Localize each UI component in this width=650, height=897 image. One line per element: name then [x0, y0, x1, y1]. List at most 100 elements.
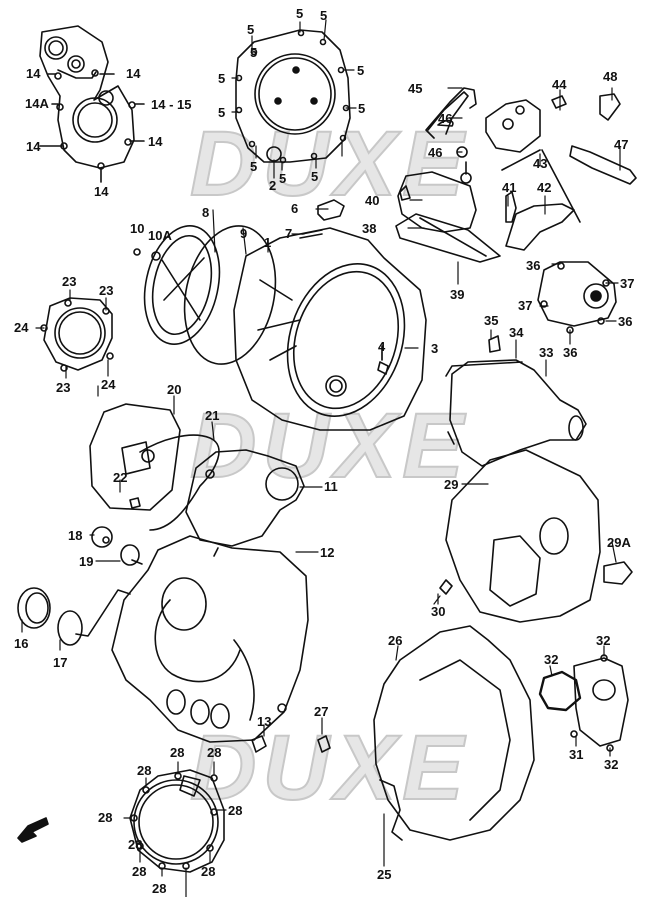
callout-5: 5 [218, 105, 226, 120]
callout-43: 43 [533, 156, 548, 171]
part-clutch-cover [235, 29, 351, 164]
callout-47: 47 [614, 137, 629, 152]
callout-5: 5 [320, 8, 328, 23]
callout-29: 29 [444, 477, 459, 492]
callout-5: 5 [218, 71, 226, 86]
callout-31: 31 [569, 747, 584, 762]
callout-11: 11 [324, 479, 338, 494]
callout-36: 36 [526, 258, 541, 273]
callout-35: 35 [484, 313, 499, 328]
callout-23: 23 [99, 283, 114, 298]
callout-39: 39 [450, 287, 465, 302]
callout-5: 5 [279, 171, 287, 186]
front-arrow-icon [17, 817, 49, 843]
callout-32: 32 [604, 757, 619, 772]
callout-13: 13 [257, 714, 272, 729]
callout-25: 25 [377, 867, 392, 882]
callout-12: 12 [320, 545, 335, 560]
callout-14: 14 [26, 139, 41, 154]
callout-28: 28 [170, 745, 185, 760]
callout-44: 44 [552, 77, 567, 92]
callout-3: 3 [431, 341, 439, 356]
callout-24: 24 [101, 377, 116, 392]
callout-10a: 10A [148, 228, 172, 243]
part-generator-cover [111, 535, 309, 743]
callout-17: 17 [53, 655, 68, 670]
callout-24: 24 [14, 320, 29, 335]
part-cover-33 [445, 335, 587, 467]
callout-37: 37 [518, 298, 533, 313]
callout-20: 20 [167, 382, 182, 397]
callout-48: 48 [603, 69, 618, 84]
callout-28: 28 [152, 881, 167, 896]
callout-28: 28 [132, 864, 147, 879]
part-seals [17, 526, 143, 646]
callout-5: 5 [358, 101, 366, 116]
callout-29a: 29A [607, 535, 631, 550]
callout-14: 14 [126, 66, 141, 81]
part-clutch-plates [133, 225, 277, 365]
callout-22: 22 [113, 470, 128, 485]
callout-5: 5 [296, 6, 304, 21]
callout-28: 28 [137, 763, 152, 778]
callout-30: 30 [431, 604, 446, 619]
callout-7: 7 [285, 226, 293, 241]
callout-10: 10 [130, 221, 145, 236]
callout-26: 26 [388, 633, 403, 648]
callout-19: 19 [79, 554, 94, 569]
callout-6: 6 [291, 201, 299, 216]
callout-34: 34 [509, 325, 524, 340]
callout-40: 40 [365, 193, 380, 208]
callout-28: 28 [207, 745, 222, 760]
part-water-pump-housing [185, 449, 305, 547]
callout-4: 4 [378, 339, 386, 354]
callout-8: 8 [202, 205, 210, 220]
callout-36: 36 [563, 345, 578, 360]
callout-21: 21 [205, 408, 220, 423]
callout-32: 32 [596, 633, 611, 648]
callout-5: 5 [250, 159, 258, 174]
part-small-cover-23 [40, 297, 114, 372]
callout-28: 28 [228, 803, 243, 818]
leader-lines [21, 19, 621, 897]
callout-38: 38 [362, 221, 377, 236]
part-clutch-housing [233, 227, 427, 431]
part-crankcase-cover-26 [251, 625, 535, 841]
callout-23: 23 [62, 274, 77, 289]
callout-5: 5 [311, 169, 319, 184]
callout-5: 5 [247, 22, 255, 37]
callout-33: 33 [539, 345, 554, 360]
callout-28: 28 [201, 864, 216, 879]
part-breather-assembly [395, 87, 637, 263]
part-starter-cover [39, 25, 145, 183]
callout-23: 23 [56, 380, 71, 395]
callout-14: 14 [148, 134, 163, 149]
callout-1: 1 [264, 235, 272, 250]
callout-46: 46 [438, 111, 453, 126]
callout-5: 5 [357, 63, 365, 78]
callout-9: 9 [240, 226, 248, 241]
callout-2: 2 [269, 178, 277, 193]
callout-28: 28 [98, 810, 113, 825]
callout-45: 45 [408, 81, 423, 96]
callout-46: 46 [428, 145, 443, 160]
callout-28: 28 [128, 837, 143, 852]
part-cover-31 [538, 654, 629, 752]
callout-41: 41 [502, 180, 517, 195]
callout-18: 18 [68, 528, 83, 543]
part-cover-29 [439, 449, 633, 623]
callout-14: 14 [26, 66, 41, 81]
part-water-pump-cover [89, 403, 220, 531]
callout-14a: 14A [25, 96, 49, 111]
watermark-top: DUXE [189, 113, 470, 215]
callout-37: 37 [620, 276, 635, 291]
callout-14-15: 14 - 15 [151, 97, 192, 112]
callout-42: 42 [537, 180, 552, 195]
callout-32: 32 [544, 652, 559, 667]
callout-14: 14 [94, 184, 109, 199]
part-cover-36 [537, 261, 617, 334]
callout-5: 5 [250, 45, 258, 60]
callout-16: 16 [14, 636, 29, 651]
